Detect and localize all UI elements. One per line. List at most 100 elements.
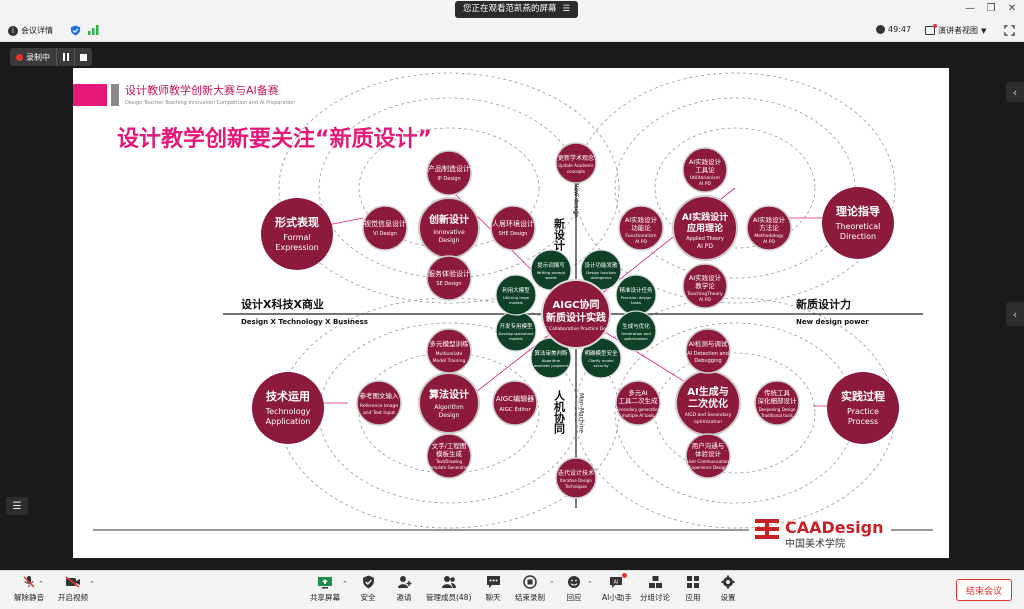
restore-icon[interactable]: ❐ bbox=[986, 3, 996, 14]
expand-panel-handle[interactable]: ‹ bbox=[1006, 302, 1024, 326]
node-label-en: Update Academic bbox=[558, 163, 593, 168]
node-label-en: Technology bbox=[265, 407, 311, 416]
pause-recording-button[interactable] bbox=[56, 48, 74, 66]
invite-button[interactable]: 邀请 bbox=[396, 574, 412, 603]
chevron-up-icon[interactable]: ⌃ bbox=[342, 580, 348, 588]
header-gray-block bbox=[111, 84, 119, 106]
node-label-en: Iterative Design bbox=[560, 478, 592, 483]
fullscreen-icon[interactable] bbox=[1004, 25, 1015, 36]
node-label-en: Innovative bbox=[433, 229, 465, 236]
node-label-en: TeachingTheory bbox=[686, 291, 723, 297]
participants-label: 管理成员(48) bbox=[426, 593, 472, 602]
node-methodology: AI实践设计 方法论 Methodology AI PD bbox=[746, 205, 792, 251]
node-label-en: AI PD bbox=[635, 239, 648, 245]
node-technology-application: 技术运用 Technology Application bbox=[252, 372, 324, 444]
mic-muted-icon bbox=[21, 574, 37, 590]
react-button[interactable]: 回应 bbox=[566, 574, 582, 603]
menu-icon[interactable]: ☰ bbox=[562, 4, 571, 14]
node-label: 精准设计任务 bbox=[619, 286, 653, 294]
stop-recording-button[interactable] bbox=[74, 48, 92, 66]
chevron-up-icon[interactable]: ⌃ bbox=[549, 580, 555, 588]
node-formal-expression: 形式表现 Formal Expression bbox=[261, 198, 333, 270]
node-theoretical-direction: 理论指导 Theoretical Direction bbox=[822, 187, 894, 259]
react-label: 回应 bbox=[566, 593, 582, 602]
logo-brand: CAADesign bbox=[785, 518, 884, 537]
list-view-button[interactable]: ☰ bbox=[6, 497, 28, 515]
ai-assistant-button[interactable]: AI AI小助手 bbox=[602, 573, 632, 603]
end-recording-button[interactable]: 结束录制 bbox=[515, 574, 545, 603]
settings-label: 设置 bbox=[720, 593, 736, 602]
node-label: AI实践设计 bbox=[682, 211, 728, 223]
share-banner[interactable]: 您正在观看范凯燕的屏幕 ☰ bbox=[455, 1, 579, 18]
node-label: AIGC协同 bbox=[552, 298, 599, 311]
meeting-toolbar: 解除静音 ⌃ 开启视频 ⌃ 共享屏幕 ⌃ 安全 邀请 bbox=[0, 570, 1024, 609]
node-vi-design: 视觉信息设计 VI Design bbox=[362, 205, 408, 251]
node-ai-generation: AI生成与 二次优化 AIGD and Secondary optimizati… bbox=[675, 370, 741, 436]
settings-button[interactable]: 设置 bbox=[720, 574, 736, 603]
shield-icon[interactable] bbox=[70, 25, 81, 36]
recording-bar: 录制中 bbox=[10, 48, 92, 66]
node-ip-design: 产品制造设计 IP Design bbox=[426, 150, 472, 196]
node-label: 深化细部设计 bbox=[758, 396, 798, 405]
breakout-button[interactable]: 分组讨论 bbox=[640, 574, 670, 603]
node-label-en: AI Detection and bbox=[687, 351, 729, 357]
slide: 设计教师教学创新大赛与AI备赛 Design Teacher Teaching … bbox=[73, 68, 949, 558]
info-bar: i 会议详情 49:47 演讲者视图 ▼ bbox=[0, 20, 1024, 42]
unmute-button[interactable]: 解除静音 bbox=[14, 574, 44, 603]
node-label-en: Develop specialized bbox=[499, 332, 534, 336]
logo-school: 中国美术学院 bbox=[785, 537, 845, 550]
node-label: 实践过程 bbox=[841, 389, 885, 403]
unmute-label: 解除静音 bbox=[14, 593, 44, 602]
chevron-up-icon[interactable]: ⌃ bbox=[38, 580, 44, 588]
ai-assistant-label: AI小助手 bbox=[602, 593, 632, 602]
share-screen-button[interactable]: 共享屏幕 bbox=[310, 574, 340, 603]
node-label: 模板生成 bbox=[436, 449, 463, 458]
node-label-en: Functionalism bbox=[625, 233, 656, 239]
node-template-generation: 文字/工程图 模板生成 Text/Drawing Template Genera… bbox=[426, 433, 472, 479]
participants-button[interactable]: 管理成员(48) bbox=[426, 574, 471, 603]
node-label-en: IP Design bbox=[437, 176, 460, 182]
node-label-en: and Text Input bbox=[363, 410, 395, 416]
meeting-info-button[interactable]: i 会议详情 bbox=[8, 25, 53, 36]
collapse-panel-handle[interactable]: ‹ bbox=[1006, 82, 1024, 102]
meeting-info-label: 会议详情 bbox=[21, 26, 53, 35]
apps-button[interactable]: 应用 bbox=[685, 574, 701, 603]
node-aigc-editor: AIGC编辑器 AIGC Editor bbox=[492, 380, 538, 426]
minimize-icon[interactable]: — bbox=[965, 3, 975, 14]
apps-icon bbox=[685, 574, 701, 590]
node-label-en: models bbox=[509, 300, 523, 305]
node-label-en: divergence bbox=[590, 275, 612, 280]
node-label-en: words bbox=[545, 275, 556, 280]
end-meeting-button[interactable]: 结束会议 bbox=[956, 579, 1012, 601]
node-label: 多元AI bbox=[628, 388, 647, 397]
view-icon bbox=[925, 24, 937, 35]
node-label-en: Design bbox=[439, 237, 460, 244]
title-bar: 您正在观看范凯燕的屏幕 ☰ — ❐ ✕ bbox=[0, 0, 1024, 20]
chevron-up-icon[interactable]: ⌃ bbox=[587, 580, 593, 588]
node-multi-ai-tools: 多元AI 工具二次生成 Secondary generation multipl… bbox=[615, 380, 661, 426]
list-icon: ☰ bbox=[12, 500, 22, 512]
node-innovative-design: 创新设计 Innovative Design bbox=[418, 197, 480, 259]
node-label-en: VI Design bbox=[373, 231, 397, 237]
node-label-en: Utilizing large bbox=[503, 295, 530, 300]
node-label: 方法论 bbox=[759, 223, 779, 232]
node-label-en: SE Design bbox=[436, 281, 461, 287]
node-label: 应用理论 bbox=[687, 222, 724, 234]
view-label: 演讲者视图 bbox=[938, 26, 978, 35]
node-label: 传统工具 bbox=[764, 388, 791, 397]
node-label-en: Formal bbox=[283, 233, 310, 242]
close-icon[interactable]: ✕ bbox=[1007, 3, 1017, 14]
speaker-view-button[interactable]: 演讲者视图 ▼ bbox=[925, 24, 986, 36]
node-label: 文字/工程图 bbox=[432, 441, 467, 450]
axis-top-cn: 新设计 bbox=[553, 217, 566, 252]
chevron-left-icon: ‹ bbox=[1012, 307, 1018, 321]
video-button[interactable]: 开启视频 bbox=[58, 574, 88, 603]
recording-label: 录制中 bbox=[26, 52, 50, 62]
breakout-label: 分组讨论 bbox=[640, 593, 670, 602]
node-functionalism: AI实践设计 功能论 Functionalism AI PD bbox=[618, 205, 664, 251]
security-button[interactable]: 安全 bbox=[360, 574, 376, 603]
chat-button[interactable]: 聊天 bbox=[485, 574, 501, 603]
chevron-up-icon[interactable]: ⌃ bbox=[89, 580, 95, 588]
signal-icon[interactable] bbox=[88, 25, 100, 35]
node-label-en: Writing prompt bbox=[537, 270, 566, 275]
